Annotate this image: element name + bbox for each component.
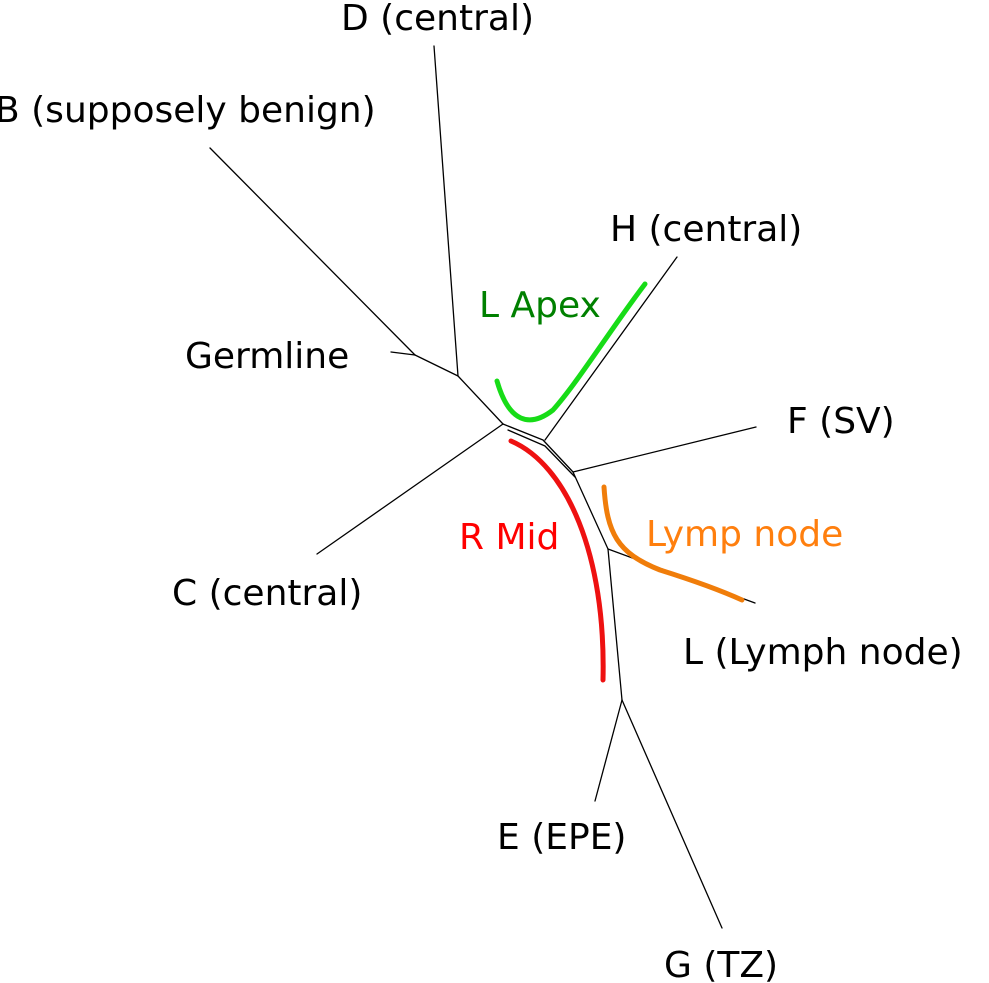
tree-leaf-branches (209, 45, 757, 929)
leaf-label-germline: Germline (185, 336, 349, 377)
branch-c (316, 423, 504, 555)
lymp-node-curve (601, 484, 745, 603)
branch-e (594, 699, 623, 802)
branch-b (209, 147, 416, 356)
l-apex-label: L Apex (479, 285, 601, 326)
leaf-labels: D (central) B (supposely benign) H (cent… (0, 0, 963, 983)
leaf-label-f: F (SV) (787, 401, 895, 442)
leaf-label-e: E (EPE) (497, 817, 626, 858)
leaf-label-g: G (TZ) (664, 945, 778, 983)
leaf-label-b: B (supposely benign) (0, 90, 376, 131)
leaf-label-d: D (central) (341, 0, 534, 39)
branch-f (572, 426, 757, 473)
l-apex-curve (494, 281, 648, 423)
r-mid-curve (508, 438, 606, 683)
region-labels: L Apex R Mid Lymp node (459, 285, 843, 558)
branch-d (433, 45, 459, 377)
region-highlights (494, 281, 745, 683)
leaf-label-l: L (Lymph node) (683, 632, 963, 673)
lymp-node-label: Lymp node (646, 514, 843, 555)
branch-germline (390, 351, 416, 356)
r-mid-label: R Mid (459, 517, 559, 558)
backbone-central-inner (507, 429, 576, 478)
leaf-label-c: C (central) (172, 573, 362, 614)
leaf-label-h: H (central) (610, 209, 802, 250)
branch-h (544, 256, 678, 441)
backbone-germline-node (414, 354, 504, 425)
branch-g (621, 699, 723, 929)
